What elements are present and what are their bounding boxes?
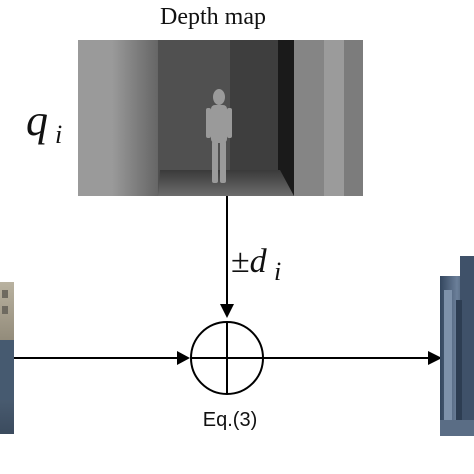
- offset-symbol: d: [250, 243, 268, 280]
- offset-label: ±d: [231, 243, 268, 280]
- direct-sum-operator: [190, 321, 264, 395]
- query-symbol-main: q: [26, 96, 48, 145]
- right-arrowhead-into-operator: [177, 351, 190, 365]
- input-image-left: [0, 282, 14, 434]
- query-symbol: q: [26, 96, 48, 145]
- offset-subscript: i: [274, 257, 281, 286]
- output-image-right: [440, 256, 474, 436]
- equation-label: Eq.(3): [203, 409, 257, 431]
- offset-prefix: ±: [231, 243, 250, 280]
- query-subscript: i: [55, 120, 62, 149]
- right-arrowhead-output: [428, 351, 442, 365]
- depth-map-title: Depth map: [160, 4, 266, 30]
- depth-map-image: [78, 40, 363, 196]
- down-arrowhead: [220, 304, 234, 318]
